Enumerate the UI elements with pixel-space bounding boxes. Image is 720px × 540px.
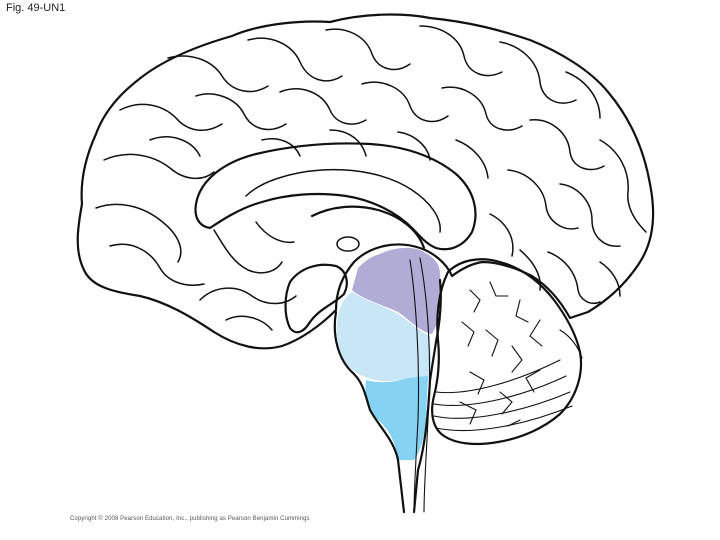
interthalamic-adhesion [337,237,359,251]
copyright-notice: Copyright © 2008 Pearson Education, Inc.… [70,516,310,522]
cerebellum-outline [432,259,581,444]
corpus-callosum-inner [246,170,440,232]
fornix [312,207,424,248]
corpus-callosum [196,143,476,249]
